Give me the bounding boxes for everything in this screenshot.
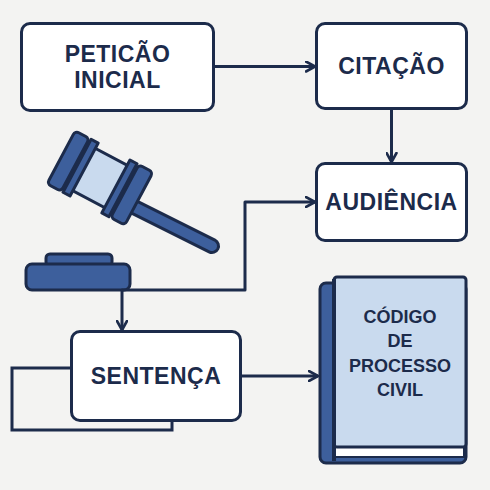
flow-arrow	[215, 65, 315, 68]
box-label: PETICÃO INICIAL	[33, 41, 202, 94]
box-label: SENTENÇA	[91, 363, 222, 389]
process-box: AUDIÊNCIA	[315, 162, 468, 242]
book-node: CÓDIGO DE PROCESSO CIVIL	[318, 275, 470, 465]
process-box: SENTENÇA	[70, 330, 242, 422]
process-box: CITAÇÃO	[315, 22, 468, 110]
book-title: CÓDIGO DE PROCESSO CIVIL	[348, 305, 452, 402]
gavel-head-band	[102, 160, 137, 217]
box-label: CITAÇÃO	[338, 53, 445, 79]
book-spine	[332, 279, 336, 461]
gavel-base	[26, 264, 130, 290]
flow-arrow	[390, 110, 393, 162]
flow-arrow	[242, 375, 318, 378]
process-box: PETICÃO INICIAL	[20, 22, 215, 112]
flow-arrow	[122, 202, 315, 330]
box-label: AUDIÊNCIA	[325, 189, 457, 215]
gavel-head	[47, 131, 153, 225]
gavel-head-band	[63, 139, 98, 196]
gavel-illustration	[26, 131, 212, 290]
book-front-cover	[334, 277, 466, 447]
